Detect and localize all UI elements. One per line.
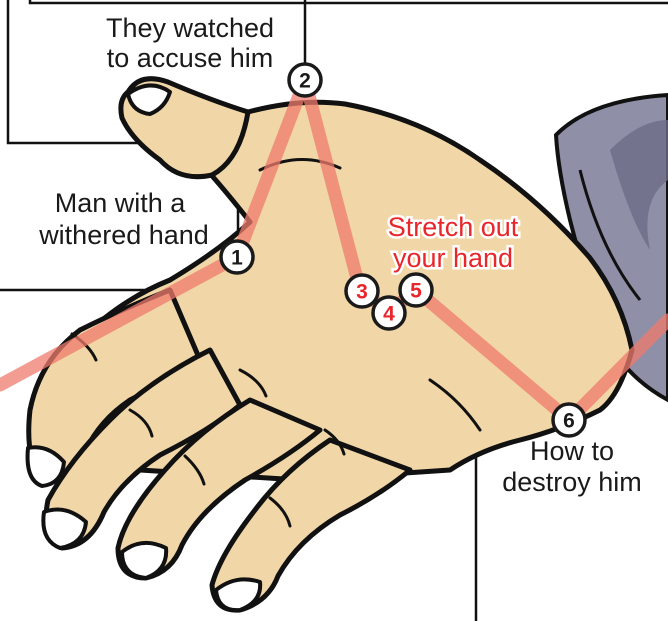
- marker-3-number: 3: [356, 281, 368, 304]
- marker-1: 1: [221, 241, 253, 273]
- label-your-hand: your hand: [393, 243, 513, 273]
- marker-4: 4: [373, 297, 405, 329]
- label-withered-hand: withered hand: [38, 220, 209, 250]
- marker-1-number: 1: [231, 247, 243, 270]
- marker-2-number: 2: [299, 70, 311, 93]
- marker-4-number: 4: [383, 303, 395, 326]
- marker-3: 3: [346, 275, 378, 307]
- top-border-line: [30, 0, 668, 3]
- label-they-watched: They watched: [106, 13, 274, 43]
- marker-6: 6: [553, 404, 585, 436]
- label-destroy-him: destroy him: [502, 467, 642, 497]
- label-stretch-out: Stretch out: [388, 212, 519, 242]
- marker-5-number: 5: [410, 280, 422, 303]
- label-man-with-a: Man with a: [55, 188, 187, 218]
- marker-5: 5: [400, 274, 432, 306]
- label-to-accuse-him: to accuse him: [107, 43, 274, 73]
- marker-6-number: 6: [563, 410, 575, 433]
- label-how-to: How to: [530, 436, 614, 466]
- marker-2: 2: [289, 64, 321, 96]
